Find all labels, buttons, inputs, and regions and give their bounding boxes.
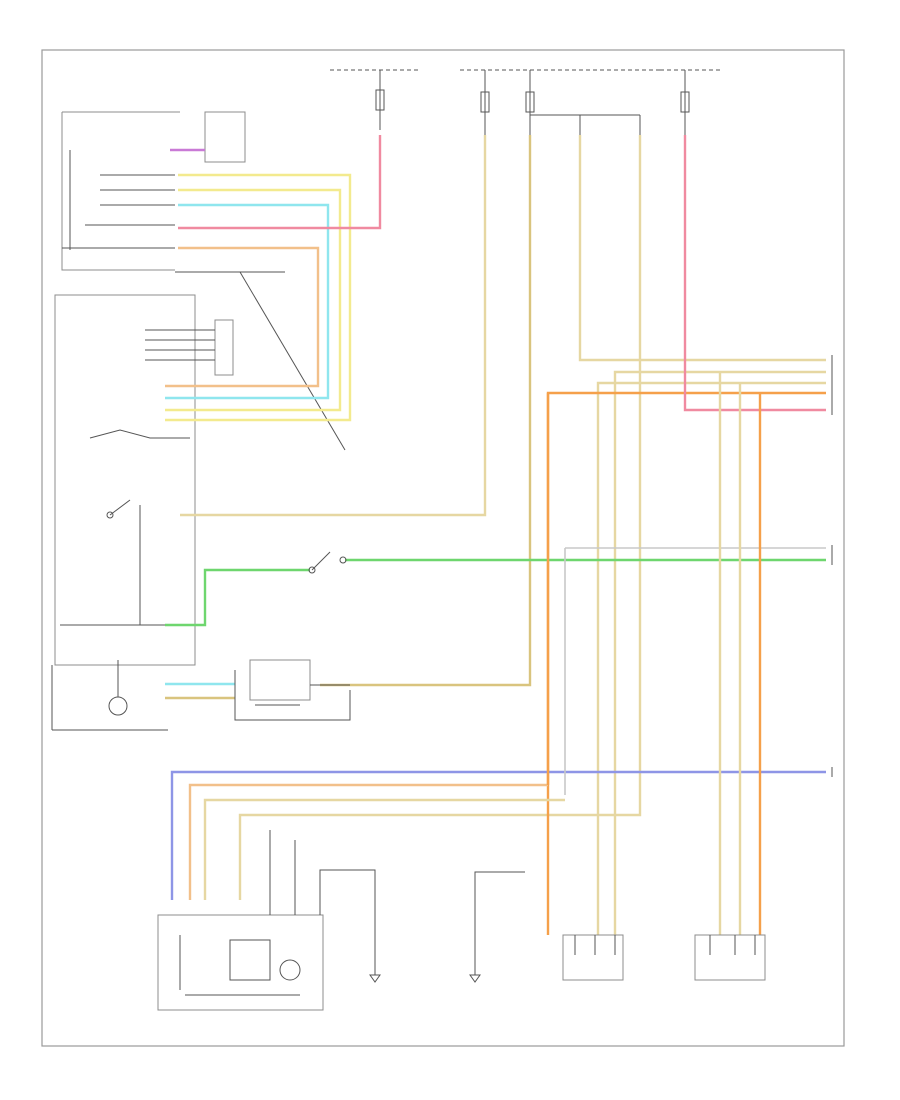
wire-tan-blower [180, 135, 487, 517]
fuse-block-1 [330, 69, 420, 130]
wire-cyan [165, 203, 330, 400]
fuse-block-3 [660, 69, 720, 135]
wire-orange-right [546, 391, 826, 935]
wire-tan-right-2 [238, 135, 642, 900]
actuator-left [562, 934, 624, 981]
blower-motor-assembly [157, 830, 381, 1011]
wire-yellow [165, 173, 352, 422]
wire-red-right [683, 135, 826, 412]
wire-tan-right-1 [578, 135, 826, 362]
actuator-right [694, 934, 766, 981]
diagram-frame [41, 49, 845, 1047]
ac-switch [308, 551, 347, 574]
wire-tan-mode [165, 246, 320, 388]
wire-orange-1 [320, 135, 532, 687]
wire-blue [170, 770, 826, 900]
blower-resistor [234, 659, 351, 721]
wire-red [178, 135, 382, 230]
ground-point [469, 871, 525, 983]
wire-green [165, 568, 310, 627]
fuse-block-2 [460, 69, 660, 135]
